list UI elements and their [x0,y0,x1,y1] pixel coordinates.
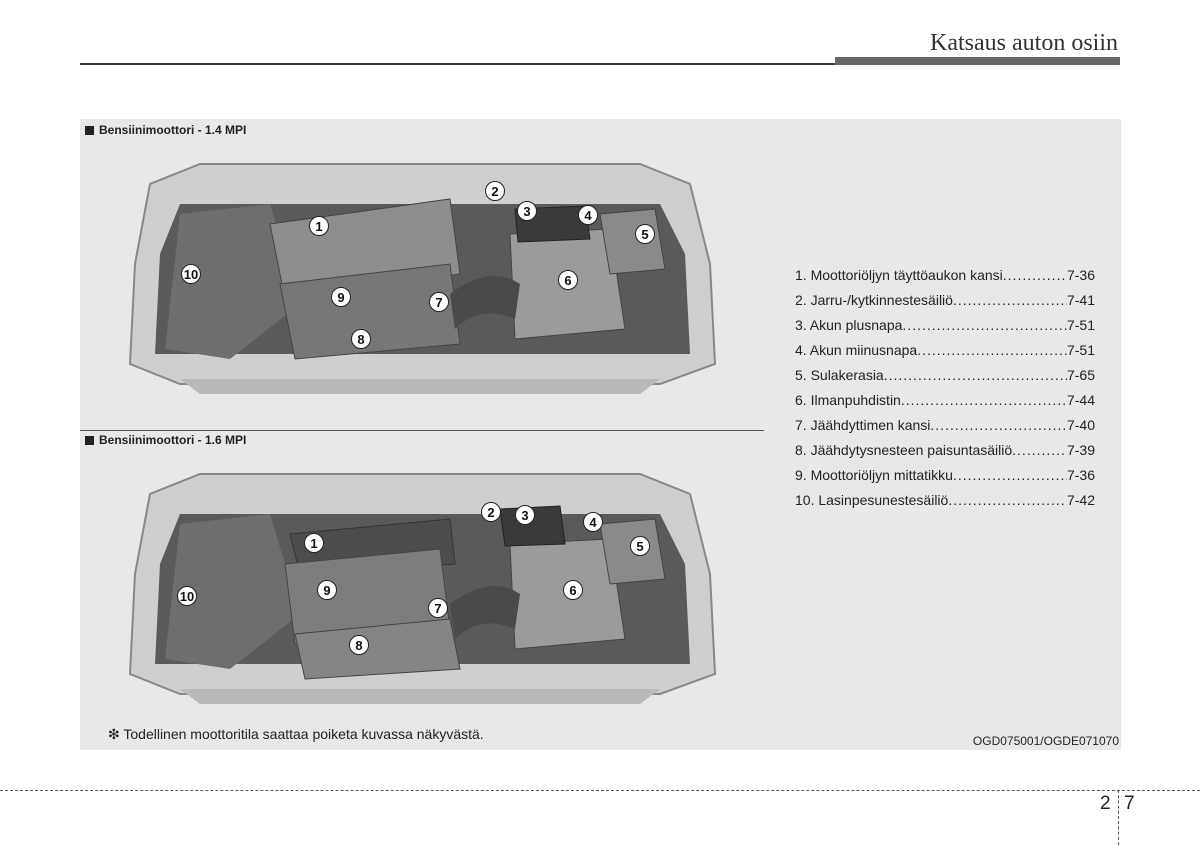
list-item: 5. Sulakerasia7-65 [795,363,1095,388]
list-item: 1. Moottoriöljyn täyttöaukon kansi 7-36 [795,263,1095,288]
engine-bay-drawing [128,163,717,394]
page-header-title: Katsaus auton osiin [930,30,1118,56]
section-divider [80,430,764,431]
callout-8: 8 [349,635,369,655]
callout-7: 7 [429,292,449,312]
callout-5: 5 [635,224,655,244]
list-item: 4. Akun miinusnapa 7-51 [795,338,1095,363]
callout-1: 1 [309,216,329,236]
callout-2: 2 [485,181,505,201]
page-chapter: 2 [1100,793,1111,814]
section-label-1-4-mpi: Bensiinimoottori - 1.4 MPI [85,123,246,137]
parts-list: 1. Moottoriöljyn täyttöaukon kansi 7-36 … [795,263,1095,513]
callout-8: 8 [351,329,371,349]
page-divider [1118,790,1119,845]
list-item: 9. Moottoriöljyn mittatikku7-36 [795,463,1095,488]
page-number: 7 [1124,793,1135,814]
callout-3: 3 [517,201,537,221]
bottom-dashed-rule [0,790,1200,791]
list-item: 7. Jäähdyttimen kansi7-40 [795,413,1095,438]
callout-10: 10 [177,586,197,606]
callout-5: 5 [630,536,650,556]
footnote: ❇ Todellinen moottoritila saattaa poiket… [108,726,484,742]
list-item: 6. Ilmanpuhdistin 7-44 [795,388,1095,413]
callout-9: 9 [331,287,351,307]
list-item: 8. Jäähdytysnesteen paisuntasäiliö 7-39 [795,438,1095,463]
callout-4: 4 [578,205,598,225]
square-bullet-icon [85,436,94,445]
callout-10: 10 [181,264,201,284]
callout-4: 4 [583,512,603,532]
list-item: 2. Jarru-/kytkinnestesäiliö7-41 [795,288,1095,313]
header-rule [80,63,835,65]
callout-3: 3 [515,505,535,525]
engine-illustration-1-6 [120,454,720,704]
engine-bay-drawing [128,473,717,704]
callout-7: 7 [428,598,448,618]
section-label-1-6-mpi: Bensiinimoottori - 1.6 MPI [85,433,246,447]
list-item: 3. Akun plusnapa 7-51 [795,313,1095,338]
list-item: 10. Lasinpesunestesäiliö 7-42 [795,488,1095,513]
callout-6: 6 [563,580,583,600]
image-code: OGD075001/OGDE071070 [972,734,1119,748]
callout-9: 9 [317,580,337,600]
callout-6: 6 [558,270,578,290]
callout-2: 2 [481,502,501,522]
callout-1: 1 [304,533,324,553]
figure-panel: Bensiinimoottori - 1.4 MPI 1 2 3 4 5 6 7… [80,119,1121,750]
header-bar [835,57,1120,65]
square-bullet-icon [85,126,94,135]
engine-illustration-1-4 [120,144,720,394]
